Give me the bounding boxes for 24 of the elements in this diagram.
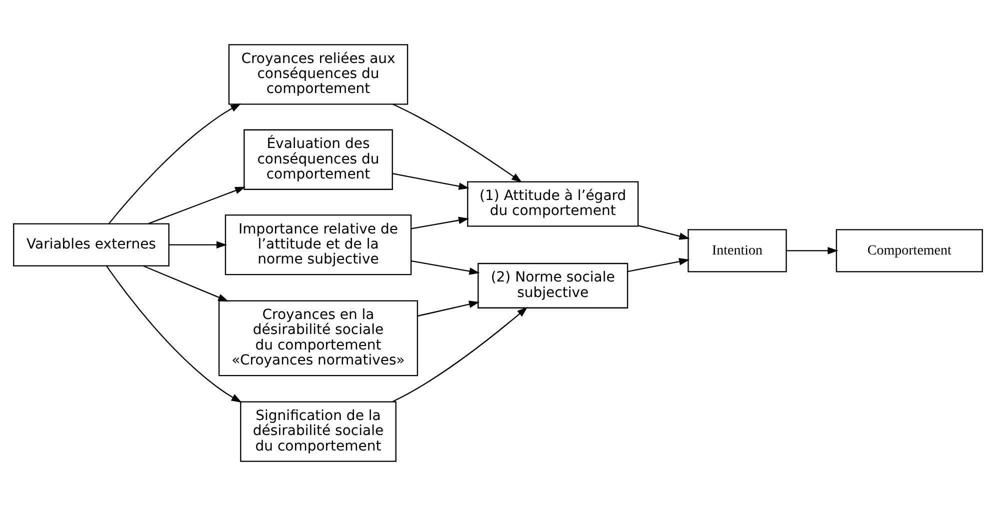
node-box: Importance relative de l’attitude et de la norme subjective xyxy=(224,214,412,276)
arrow xyxy=(786,246,838,254)
node-box: Comportement xyxy=(836,229,983,272)
arrow xyxy=(411,216,470,230)
arrow xyxy=(627,258,690,272)
arrow xyxy=(106,266,242,403)
node-box: Variables externes xyxy=(13,223,170,266)
arrow xyxy=(392,306,528,402)
arrow xyxy=(392,104,522,183)
node-box: Intention xyxy=(688,229,787,272)
arrow xyxy=(411,260,480,275)
arrow xyxy=(392,173,470,190)
node-box: Évaluation des conséquences du comportement xyxy=(244,129,393,190)
arrow xyxy=(148,186,246,224)
node-box: Signification de la désirabilité sociale du comportement xyxy=(240,401,396,462)
node-box: Croyances reliées aux conséquences du comportement xyxy=(228,44,408,105)
node-box: Croyances en la désirabilité sociale du comportement «Croyances normatives» xyxy=(218,300,418,376)
arrow xyxy=(108,103,242,224)
arrow xyxy=(638,224,690,240)
arrow xyxy=(143,265,229,302)
node-box: (1) Attitude à l’égard du comportement xyxy=(467,181,639,227)
arrow xyxy=(417,300,480,317)
arrow xyxy=(169,241,227,249)
node-box: (2) Norme sociale subjective xyxy=(478,262,628,308)
